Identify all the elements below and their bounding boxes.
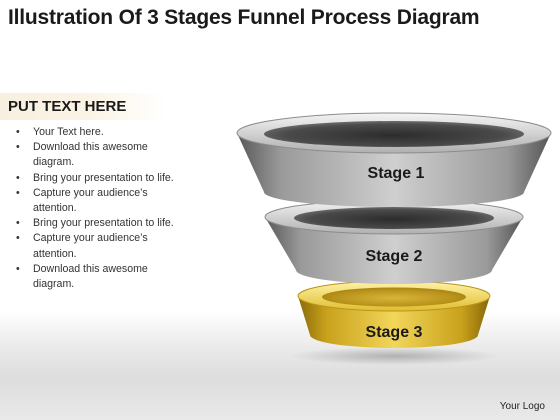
- bullet-item: Your Text here.: [14, 125, 179, 140]
- bullet-item: Capture your audience’s attention.: [14, 186, 179, 216]
- bullet-item: Download this awesome diagram.: [14, 140, 179, 170]
- funnel-stage-1: Stage 1: [236, 112, 552, 207]
- funnel-stage-2: Stage 2: [264, 199, 524, 284]
- stage-3-label: Stage 3: [366, 324, 423, 341]
- bullet-item: Capture your audience’s attention.: [14, 231, 179, 261]
- bullet-item: Bring your presentation to life.: [14, 216, 179, 231]
- bullet-list: Your Text here. Download this awesome di…: [14, 125, 179, 292]
- stage-2-label: Stage 2: [366, 248, 423, 265]
- funnel-stage-3: Stage 3: [297, 280, 491, 348]
- bullet-item: Download this awesome diagram.: [14, 262, 179, 292]
- heading-band: [0, 93, 165, 120]
- stage-1-label: Stage 1: [368, 165, 425, 182]
- funnel-shadow: [289, 347, 499, 365]
- bullet-item: Bring your presentation to life.: [14, 171, 179, 186]
- text-heading: PUT TEXT HERE: [8, 98, 127, 115]
- logo-text: Your Logo: [499, 401, 545, 412]
- slide-title: Illustration Of 3 Stages Funnel Process …: [8, 6, 480, 29]
